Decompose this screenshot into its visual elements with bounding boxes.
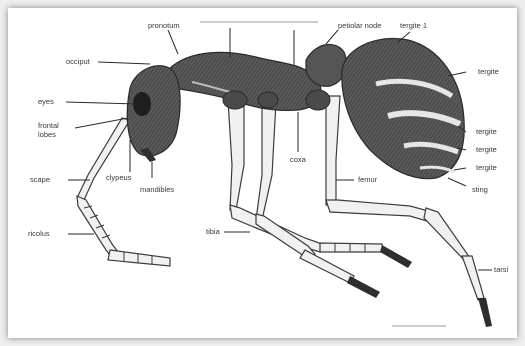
middle-tarsal-claw <box>347 276 380 298</box>
hind-femur <box>326 96 340 205</box>
label-sting: sting <box>472 185 488 194</box>
label-tibia: tibia <box>206 227 221 236</box>
label-petiolar-node: petiolar node <box>338 21 381 30</box>
gaster <box>342 38 464 178</box>
middle-tarsus <box>300 250 354 283</box>
label-tergite-1: tergite 1 <box>400 21 427 30</box>
label-eyes: eyes <box>38 97 54 106</box>
label-coxa: coxa <box>290 155 307 164</box>
label-tergite-4: tergite <box>476 145 497 154</box>
label-flagellum: ricolus <box>28 229 50 238</box>
hind-tarsus <box>462 256 484 300</box>
petiolar-node <box>306 44 346 86</box>
label-scape: scape <box>30 175 50 184</box>
label-frontal-lobes-line2: lobes <box>38 130 56 139</box>
label-tergite-5: tergite <box>476 163 497 172</box>
middle-femur <box>256 102 276 220</box>
label-femur: femur <box>358 175 378 184</box>
label-frontal-lobes-line1: frontal <box>38 121 59 130</box>
label-tarsus: tarsi <box>494 265 509 274</box>
front-tarsal-claw <box>380 245 412 268</box>
label-pronotum: pronotum <box>148 21 180 30</box>
middle-coxa <box>258 92 278 108</box>
label-tergite-3: tergite <box>476 127 497 136</box>
label-occiput: occiput <box>66 57 91 66</box>
hind-tibia <box>424 208 470 262</box>
hind-tarsal-claw <box>478 298 492 327</box>
antenna-club <box>108 250 170 266</box>
hind-coxa <box>306 90 330 110</box>
front-coxa <box>223 91 247 109</box>
front-tarsus <box>320 243 383 252</box>
label-clypeus: clypeus <box>106 173 132 182</box>
front-femur <box>228 100 244 210</box>
antenna-scape <box>77 118 130 200</box>
hind-tibia-base <box>326 200 432 222</box>
label-tergite-2: tergite <box>478 67 499 76</box>
label-mandibles: mandibles <box>140 185 174 194</box>
